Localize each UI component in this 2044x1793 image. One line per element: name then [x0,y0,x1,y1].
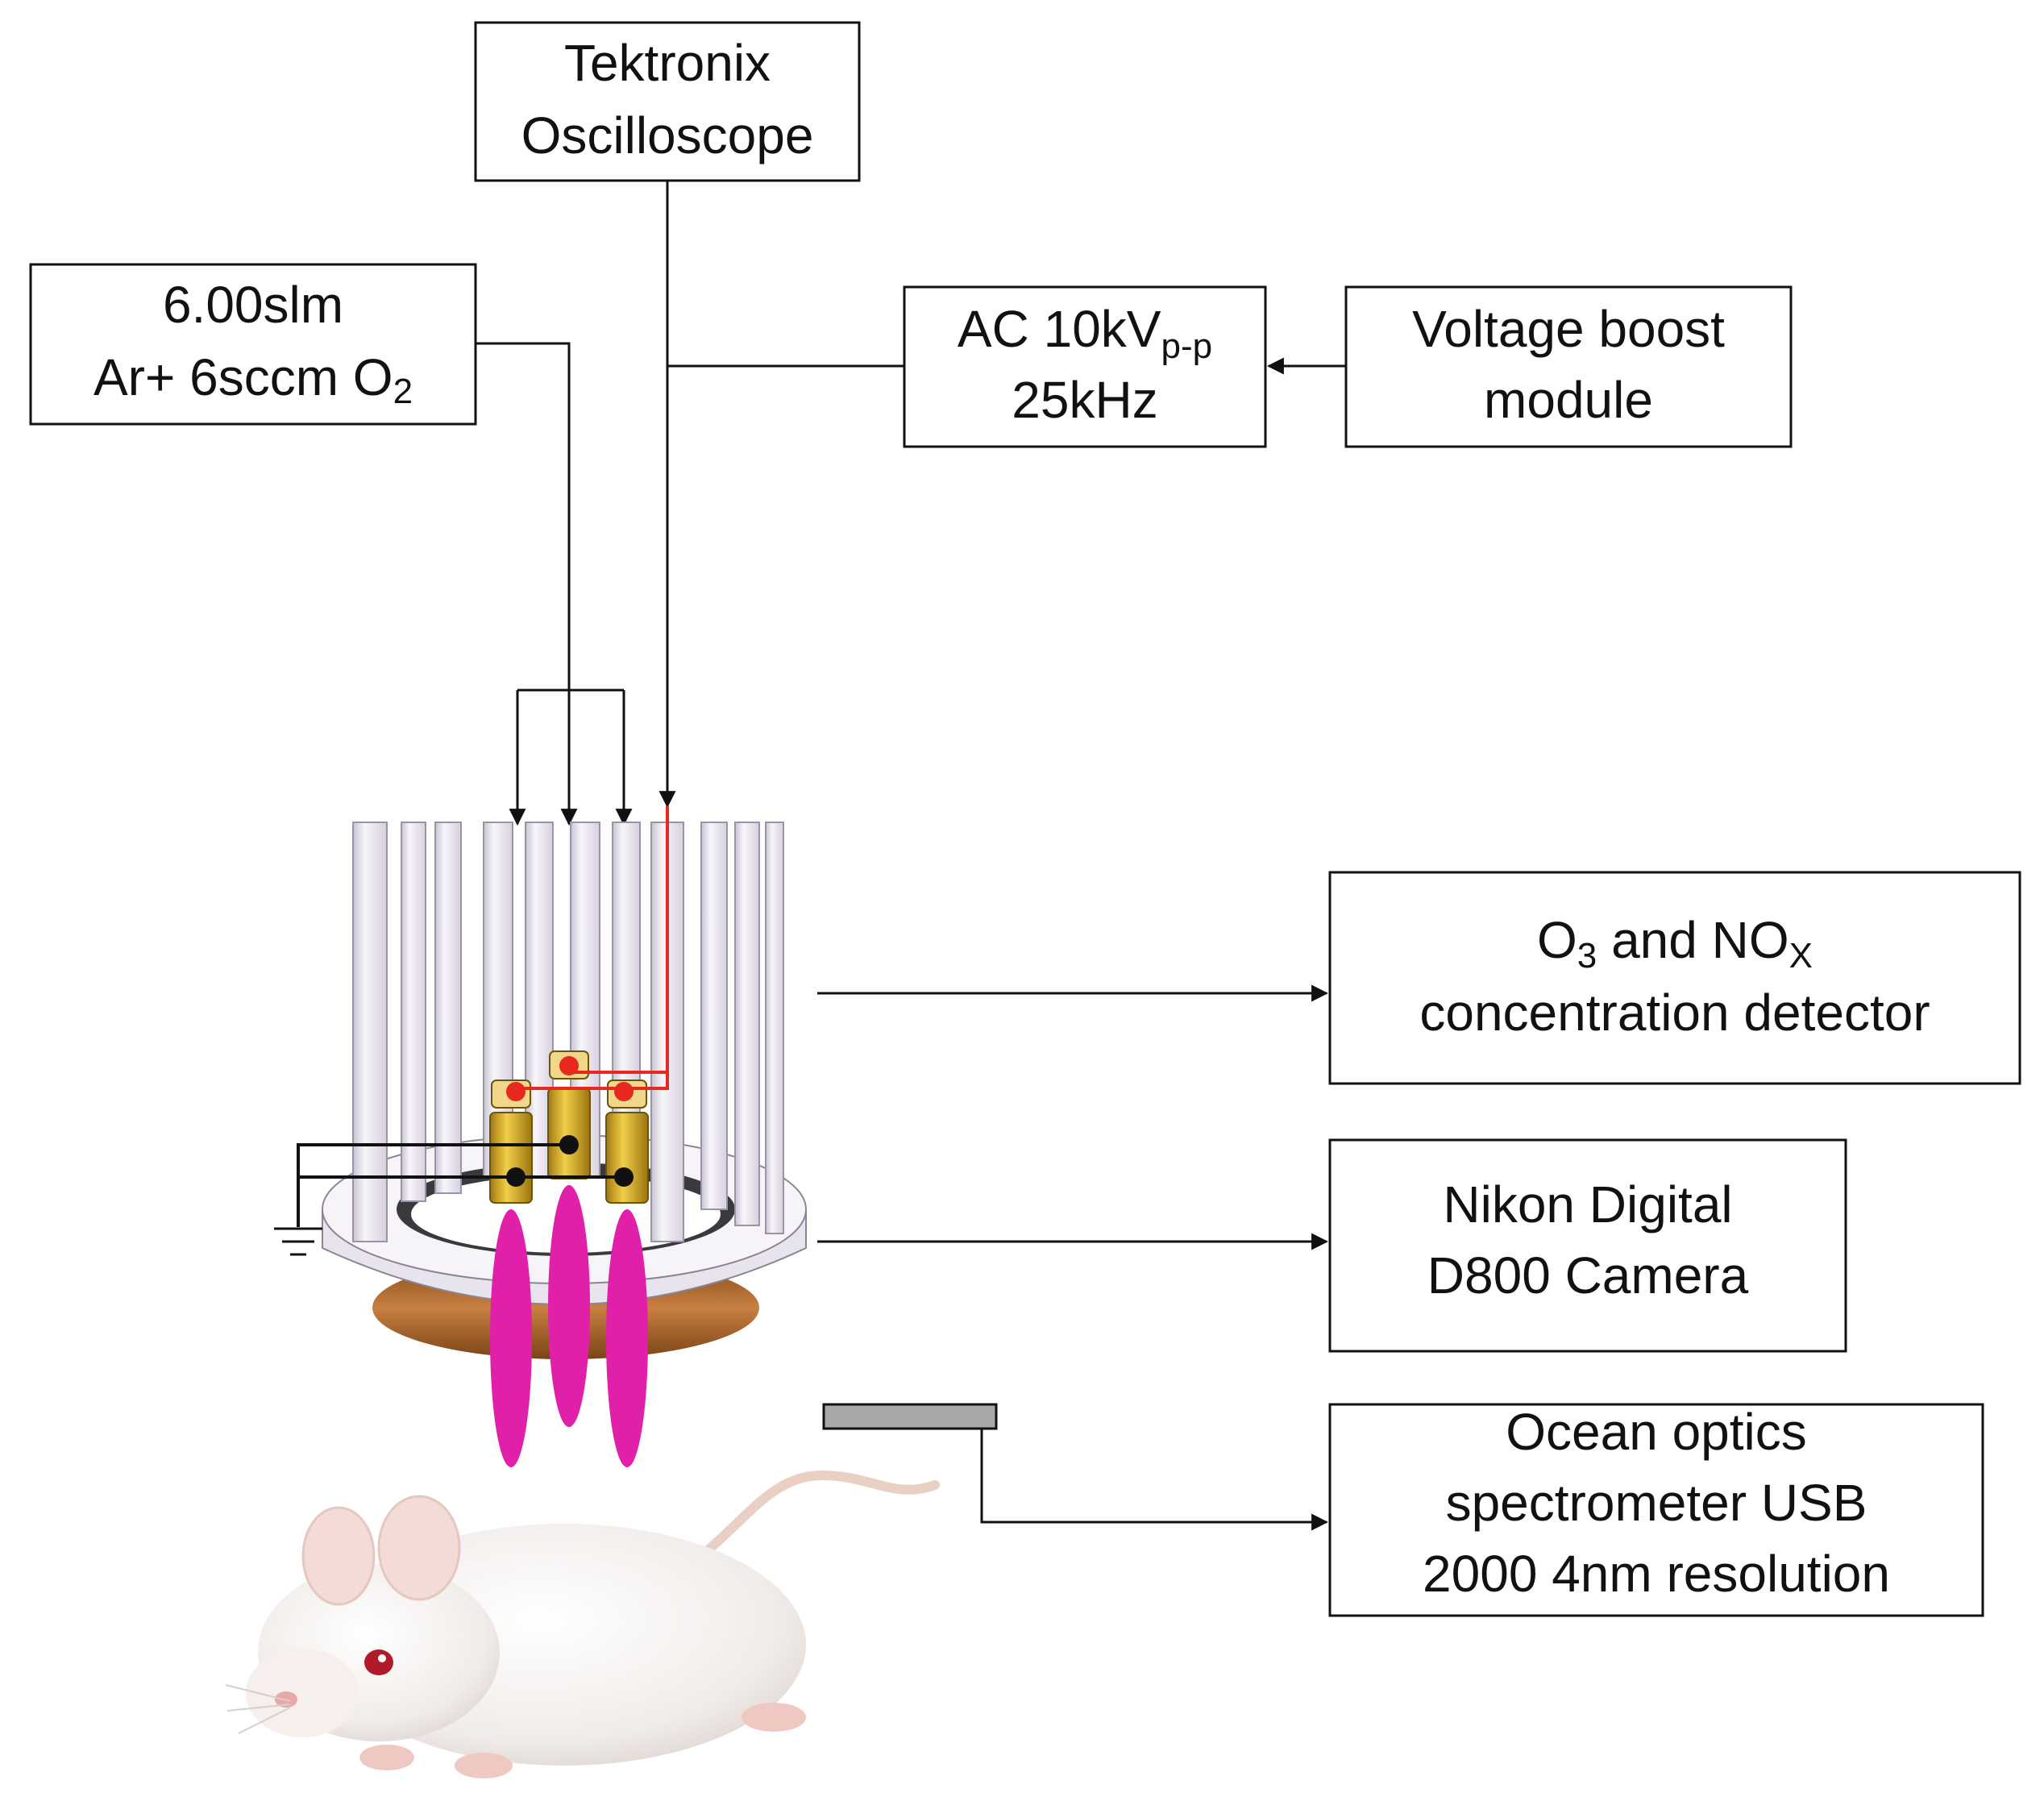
spectrometer-fiber-line [980,1429,1329,1531]
gas-detector-box: O3 and NOX concentration detector [1328,871,2021,1085]
plasma-plume-right [606,1209,648,1467]
ground-symbol-icon [274,1227,322,1256]
high-voltage-contacts [506,1056,634,1101]
voltage-boost-label-line2: module [1484,371,1653,429]
mouse-paw-back [742,1703,806,1732]
ground-wiring [297,1143,624,1227]
gas-feed-line [476,342,578,826]
mouse-ear-right [377,1495,461,1601]
plasma-plume-left [490,1209,532,1467]
mouse-illustration [225,1470,940,1778]
plasma-plume-center [548,1185,590,1427]
mouse-ear-left [301,1506,376,1606]
plasma-plumes [490,1185,648,1467]
mouse-tail [696,1470,940,1561]
gas-supply-box: 6.00slm Ar+ 6sccm O2 [29,263,477,426]
gas-mixture-label: Ar+ 6sccm O2 [93,348,413,411]
camera-box: Nikon Digital D800 Camera [1328,1138,1847,1353]
spectrometer-label-line3: 2000 4nm resolution [1423,1545,1890,1603]
ac-frequency-label: 25kHz [1012,371,1157,429]
ac-voltage-label: AC 10kVp-p [958,300,1212,366]
camera-label-line1: Nikon Digital [1443,1175,1732,1233]
oscilloscope-label-line2: Oscilloscope [521,106,814,164]
spectrometer-box: Ocean optics spectrometer USB 2000 4nm r… [1328,1403,1984,1617]
plasma-jet-device [274,806,807,1467]
spectrometer-label-line2: spectrometer USB [1446,1474,1867,1532]
spectrometer-label-line1: Ocean optics [1506,1403,1807,1461]
oscilloscope-label-line1: Tektronix [564,34,771,92]
gas-detector-label-line2: concentration detector [1419,984,1930,1042]
gas-detector-label-line1: O3 and NOX [1537,911,1813,976]
voltage-boost-label-line1: Voltage boost [1412,300,1725,358]
gas-flow-label: 6.00slm [163,276,343,334]
mouse-snout [246,1649,359,1737]
mouse-paw-front-left [359,1745,414,1770]
camera-label-line2: D800 Camera [1427,1246,1749,1304]
connectors [476,181,1346,1531]
voltage-boost-box: Voltage boost module [1344,285,1793,448]
ground-contacts [506,1135,634,1187]
ac-power-box: AC 10kVp-p 25kHz [903,285,1267,448]
oscilloscope-box: Tektronix Oscilloscope [474,21,861,182]
spectrometer-probe [822,1403,998,1430]
mouse-eye [364,1649,393,1675]
mouse-paw-front-right [455,1753,513,1778]
